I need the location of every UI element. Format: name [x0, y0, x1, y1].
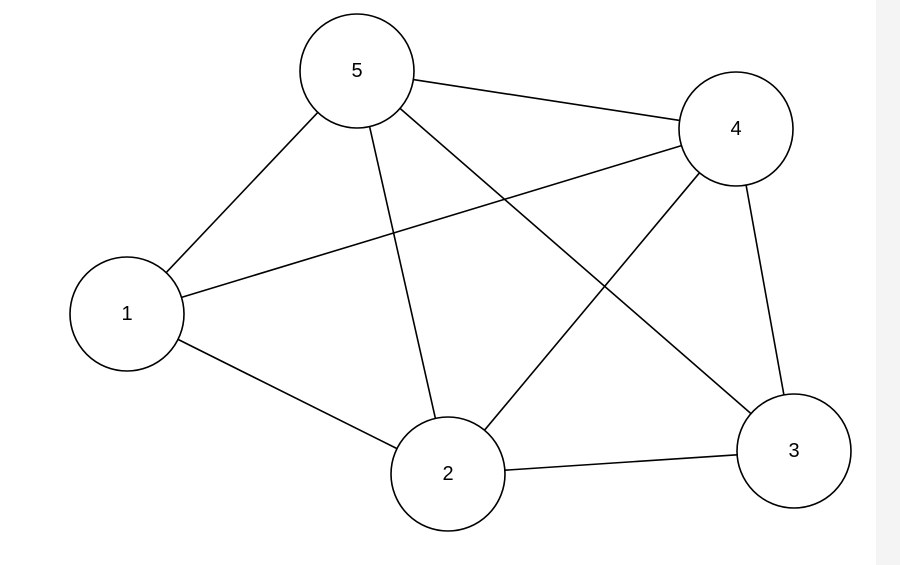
edge-4-2	[483, 172, 701, 431]
node-circle-4	[678, 71, 794, 187]
node-label-3: 3	[788, 440, 799, 462]
edges-layer	[165, 78, 785, 471]
edge-5-1	[165, 111, 319, 274]
node-4: 4	[678, 71, 794, 187]
edge-1-4	[181, 144, 682, 299]
edge-5-2	[368, 126, 437, 419]
node-label-2: 2	[442, 463, 453, 485]
node-2: 2	[390, 416, 506, 532]
edge-1-2	[177, 338, 398, 450]
node-label-4: 4	[730, 118, 741, 140]
node-1: 1	[69, 256, 185, 372]
edge-5-3	[399, 107, 752, 415]
node-circle-2	[390, 416, 506, 532]
node-label-5: 5	[351, 60, 362, 82]
node-circle-3	[736, 393, 852, 509]
node-circle-1	[69, 256, 185, 372]
node-5: 5	[299, 13, 415, 129]
edge-5-4	[413, 78, 680, 122]
nodes-layer: 1 2 3 4 5	[69, 13, 852, 532]
right-gutter	[876, 0, 900, 565]
node-label-1: 1	[121, 303, 132, 325]
edge-2-3	[504, 454, 738, 471]
node-3: 3	[736, 393, 852, 509]
node-circle-5	[299, 13, 415, 129]
edge-4-3	[745, 184, 785, 396]
